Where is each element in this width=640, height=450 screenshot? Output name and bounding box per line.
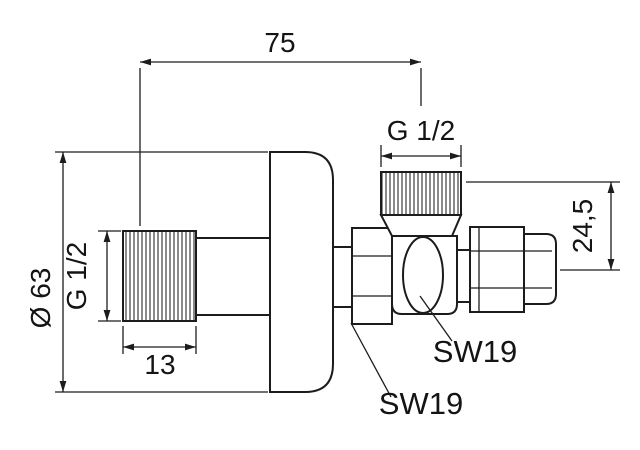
top-port-transition bbox=[379, 214, 463, 237]
dimension-outlet-offset: 24,5 bbox=[466, 181, 620, 271]
dimension-flange-diameter: Ø 63 bbox=[25, 151, 268, 393]
body-hex-nut bbox=[351, 227, 393, 325]
arrowhead-left bbox=[140, 58, 151, 66]
arrowhead-bottom bbox=[103, 310, 111, 321]
leader-line bbox=[419, 295, 453, 342]
dim-13-label: 13 bbox=[144, 349, 175, 380]
arrowhead-top bbox=[607, 182, 615, 193]
dimension-thread-length: 13 bbox=[122, 326, 197, 380]
dimension-overall-width: 75 bbox=[139, 27, 422, 226]
dim-top-thread-label: G 1/2 bbox=[387, 115, 455, 146]
inlet-pipe bbox=[195, 237, 271, 316]
arrowhead-right bbox=[410, 58, 421, 66]
label-sw19-body-nut: SW19 bbox=[350, 322, 463, 421]
sw19-body-label: SW19 bbox=[379, 386, 463, 421]
label-sw19-outlet-nut: SW19 bbox=[419, 295, 517, 369]
sw19-outlet-label: SW19 bbox=[433, 334, 517, 369]
arrowhead-top bbox=[103, 231, 111, 242]
arrowhead-left bbox=[381, 152, 392, 160]
leader-line bbox=[350, 322, 392, 398]
dim-75-label: 75 bbox=[264, 27, 295, 58]
arrowhead-right bbox=[185, 343, 196, 351]
arrowhead-left bbox=[123, 343, 134, 351]
valve-bulge-nut bbox=[402, 236, 444, 314]
flange-connector bbox=[332, 246, 353, 308]
top-port-thread-hatch bbox=[381, 172, 461, 215]
arrowhead-top bbox=[59, 152, 67, 163]
dimension-top-thread: G 1/2 bbox=[380, 115, 462, 167]
wall-flange bbox=[269, 151, 334, 393]
valve-outline bbox=[122, 151, 557, 393]
dim-inlet-thread-label: G 1/2 bbox=[61, 242, 92, 310]
outlet-end-cap bbox=[523, 233, 557, 305]
inlet-thread-hatch bbox=[123, 231, 196, 321]
top-port-thread bbox=[380, 171, 462, 216]
outlet-neck bbox=[456, 249, 471, 303]
dimension-inlet-thread: G 1/2 bbox=[61, 230, 121, 322]
arrowhead-bottom bbox=[59, 381, 67, 392]
arrowhead-bottom bbox=[607, 259, 615, 270]
outlet-union-nut bbox=[469, 226, 525, 313]
arrowhead-right bbox=[450, 152, 461, 160]
dim-flange-diameter-label: Ø 63 bbox=[25, 268, 56, 329]
dim-24-5-label: 24,5 bbox=[567, 199, 598, 254]
